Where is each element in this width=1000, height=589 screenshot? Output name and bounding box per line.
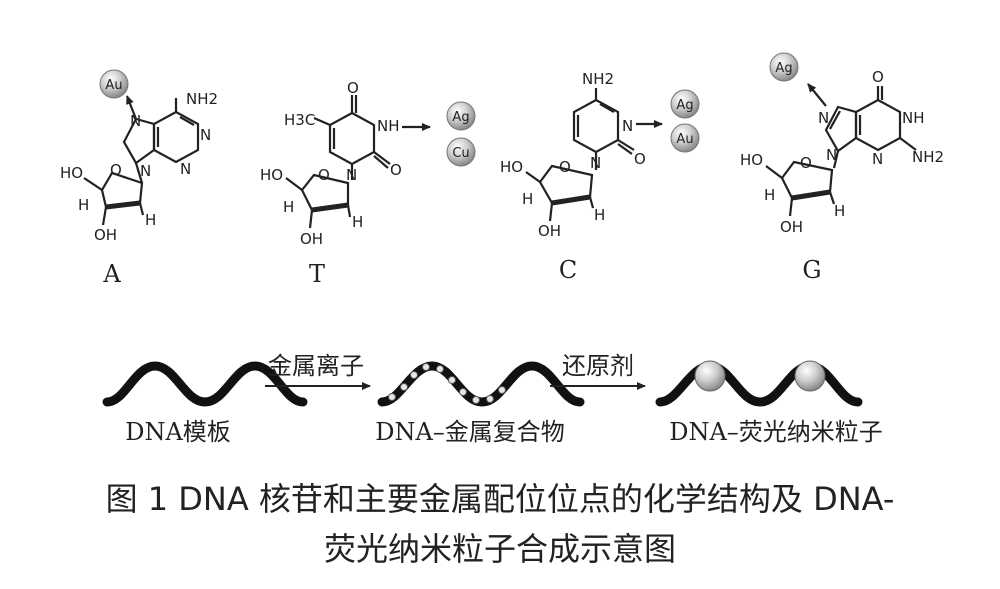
nucleoside-a [83, 95, 200, 226]
label-reducing-agent: 还原剂 [562, 352, 634, 380]
atom-n1-a: N [200, 126, 211, 144]
dna-template-wave [102, 361, 308, 407]
atom-o4s-c: O [559, 158, 571, 176]
atom-n3-a: N [180, 160, 191, 178]
atom-oh3-a: OH [94, 226, 117, 244]
atom-n1-c: N [590, 154, 601, 172]
atom-h1-c: H [594, 206, 605, 224]
nucleoside-c [525, 88, 663, 222]
label-g: G [802, 256, 821, 284]
metal-ion-bead [448, 376, 456, 384]
dna-metal-complex-wave [377, 361, 585, 407]
atom-h2-a: H [78, 196, 89, 214]
metal-ion-bead [422, 363, 430, 371]
atom-ho5-t: HO [260, 166, 283, 184]
atom-o4s-t: O [318, 166, 330, 184]
coordination-arrow-a [125, 95, 138, 120]
atom-oh3-c: OH [538, 222, 561, 240]
metal-ion-bead [388, 393, 396, 401]
metal-label-au-c: Au [676, 132, 693, 147]
atom-nh-t: NH [377, 117, 400, 135]
atom-n3-g: N [872, 150, 883, 168]
metal-ion-bead [400, 383, 408, 391]
sugar-ring-g [780, 160, 834, 200]
atom-n3-c: N [622, 117, 633, 135]
pyrimidine-ring-t [328, 111, 376, 166]
atom-o4s-g: O [800, 154, 812, 172]
atom-o4-a: O [110, 161, 122, 179]
atom-o6-g: O [872, 68, 884, 86]
caption-line-1: 图 1 DNA 核苷和主要金属配位位点的化学结构及 DNA- [106, 480, 895, 518]
metal-ion-bead [410, 371, 418, 379]
caption-line-2: 荧光纳米粒子合成示意图 [324, 530, 676, 568]
atom-n9-a: N [140, 162, 151, 180]
label-dna-template: DNA模板 [125, 418, 231, 446]
label-dna-metal-complex: DNA–金属复合物 [375, 418, 565, 446]
atom-h2-c: H [522, 190, 533, 208]
sugar-ring-a [100, 171, 144, 209]
atom-nh2-g: NH2 [912, 148, 944, 166]
metal-ion-bead [459, 388, 467, 396]
metal-ion-bead [436, 365, 444, 373]
atom-nh-g: NH [902, 109, 925, 127]
label-t: T [309, 260, 325, 288]
metal-ball-ag-c [670, 89, 700, 119]
purine-ring-a [152, 110, 200, 164]
metal-label-ag-g: Ag [775, 61, 792, 76]
metal-ball-ag-g [769, 52, 799, 82]
coordination-arrow-g [807, 83, 827, 107]
pyrimidine-ring-c [572, 98, 620, 154]
atom-ho5-c: HO [500, 158, 523, 176]
atom-oh3-g: OH [780, 218, 803, 236]
metal-ball-ag-t [446, 101, 476, 131]
nucleoside-t [285, 95, 431, 229]
atom-h1-t: H [352, 213, 363, 231]
metal-label-ag-c: Ag [676, 98, 693, 113]
metal-label-au-a: Au [105, 78, 122, 93]
purine-ring-g [854, 98, 902, 152]
atom-ho5-g: HO [740, 151, 763, 169]
metal-ball-au-a [99, 69, 129, 99]
atom-h2-g: H [764, 186, 775, 204]
metal-label-cu-t: Cu [452, 146, 469, 161]
label-metal-ions: 金属离子 [268, 352, 364, 380]
label-dna-nanoparticle: DNA–荧光纳米粒子 [669, 418, 883, 446]
sugar-ring-t [300, 173, 350, 212]
sugar-ring-c [538, 164, 594, 205]
metal-ion-beads [388, 363, 506, 404]
atom-o2-t: O [390, 161, 402, 179]
metal-ion-bead [498, 386, 506, 394]
atom-nh2-a: NH2 [186, 90, 218, 108]
dna-nanoparticle-wave [655, 361, 863, 407]
imidazole-ring-a [122, 117, 156, 165]
metal-ball-cu-t [446, 137, 476, 167]
atom-n9-g: N [826, 146, 837, 164]
atom-n7-a: N [130, 112, 141, 130]
atom-nh2-c: NH2 [582, 70, 614, 88]
atom-h1-g: H [834, 202, 845, 220]
nanoparticle-2 [794, 360, 826, 392]
atom-n1-t: N [346, 166, 357, 184]
atom-methyl-t: H3C [284, 111, 315, 129]
atom-ho5-a: HO [60, 164, 83, 182]
nucleoside-g [765, 83, 917, 217]
atom-o2-c: O [634, 150, 646, 168]
imidazole-ring-g [824, 105, 858, 153]
metal-ion-bead [486, 395, 494, 403]
label-a: A [102, 260, 121, 288]
nanoparticle-1 [694, 360, 726, 392]
metal-label-ag-t: Ag [452, 110, 469, 125]
atom-oh3-t: OH [300, 230, 323, 248]
metal-ball-au-c [670, 123, 700, 153]
atom-h1-a: H [145, 211, 156, 229]
atom-o4-t: O [347, 79, 359, 97]
atom-h2-t: H [283, 198, 294, 216]
atom-n7-g: N [818, 109, 829, 127]
label-c: C [559, 256, 577, 284]
metal-ion-bead [472, 396, 480, 404]
